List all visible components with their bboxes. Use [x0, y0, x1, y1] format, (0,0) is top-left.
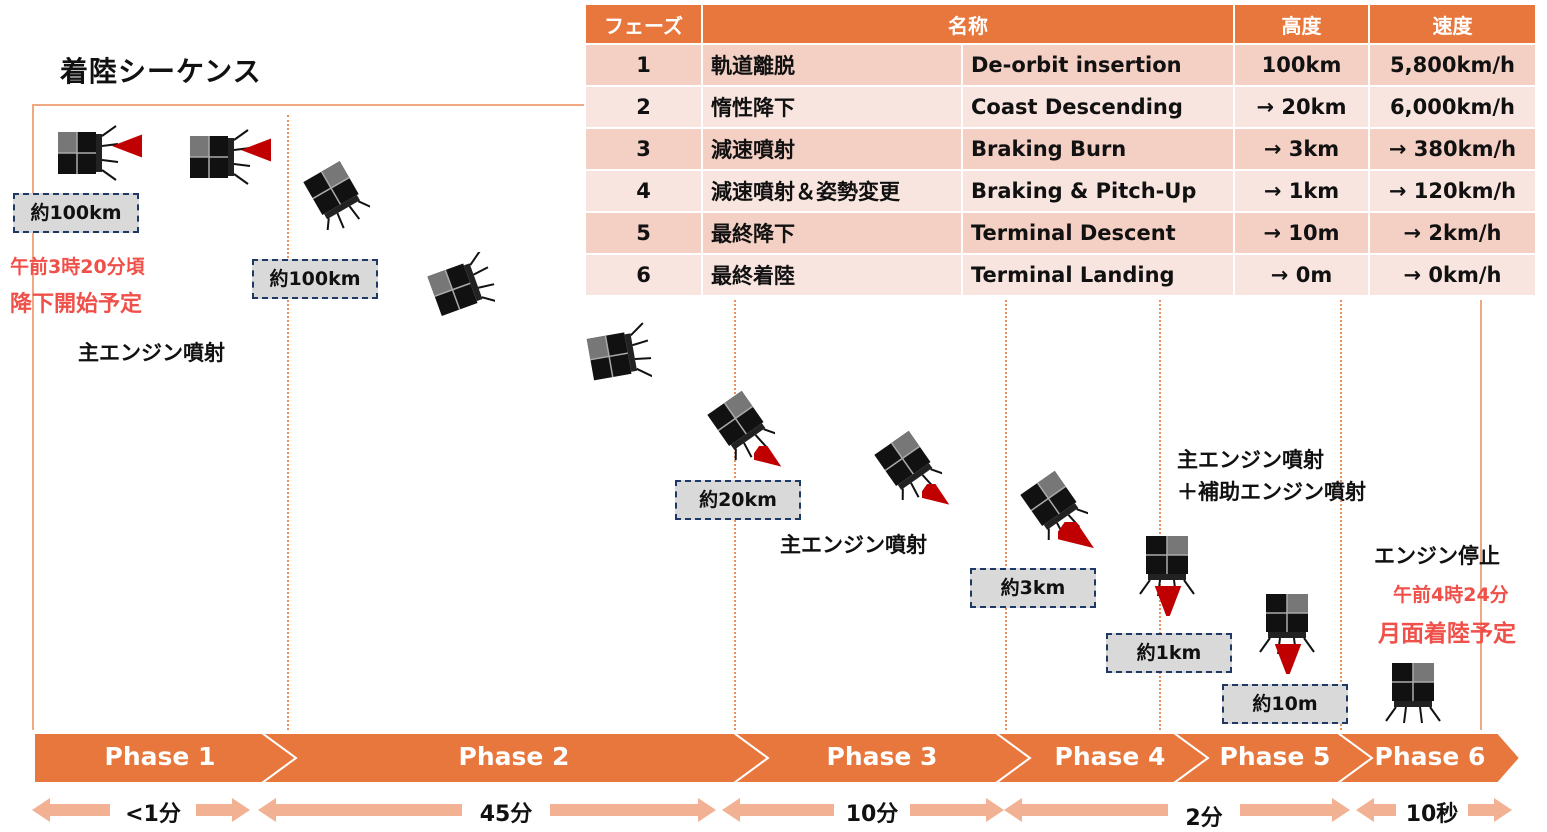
cell-phase: 2 — [586, 85, 701, 127]
lander-icon — [300, 160, 370, 230]
cell-speed: → 120km/h — [1370, 169, 1535, 211]
cell-phase: 5 — [586, 211, 701, 253]
cell-jp: 最終降下 — [703, 211, 961, 253]
cell-jp: 減速噴射＆姿勢変更 — [703, 169, 961, 211]
phase-divider — [1340, 300, 1342, 730]
lander-icon — [584, 321, 652, 388]
cell-phase: 4 — [586, 169, 701, 211]
cell-speed: 6,000km/h — [1370, 85, 1535, 127]
table-row: 1 軌道離脱 De-orbit insertion 100km 5,800km/… — [586, 43, 1535, 85]
header-speed: 速度 — [1370, 5, 1535, 43]
frame-top-line — [32, 104, 584, 106]
lander-icon — [425, 252, 495, 322]
cell-en: De-orbit insertion — [963, 43, 1233, 85]
cell-en: Terminal Descent — [963, 211, 1233, 253]
thrust-arrow-icon — [1153, 586, 1183, 616]
start-time: 午前3時20分頃 — [10, 256, 145, 278]
aux-engine-label: ＋補助エンジン噴射 — [1177, 480, 1366, 504]
phase-label-3: Phase 3 — [826, 742, 938, 771]
cell-alt: → 1km — [1235, 169, 1368, 211]
thrust-arrow-icon — [112, 134, 142, 158]
engine-stop-label: エンジン停止 — [1374, 544, 1500, 568]
duration-phase-2: 45分 — [479, 802, 533, 827]
phase-label-1: Phase 1 — [104, 742, 216, 771]
cell-en: Terminal Landing — [963, 253, 1233, 295]
table-row: 5 最終降下 Terminal Descent → 10m → 2km/h — [586, 211, 1535, 253]
cell-speed: 5,800km/h — [1370, 43, 1535, 85]
phase-divider — [1005, 300, 1007, 730]
frame-left-line — [32, 104, 34, 730]
cell-en: Braking Burn — [963, 127, 1233, 169]
table-row: 2 惰性降下 Coast Descending → 20km 6,000km/h — [586, 85, 1535, 127]
landing-note: 月面着陸予定 — [1378, 621, 1516, 647]
cell-phase: 1 — [586, 43, 701, 85]
phase-divider — [1159, 300, 1161, 730]
cell-alt: → 0m — [1235, 253, 1368, 295]
cell-en: Coast Descending — [963, 85, 1233, 127]
phase-label-6: Phase 6 — [1374, 742, 1486, 771]
diagram-title: 着陸シーケンス — [60, 55, 262, 88]
phase-band — [33, 732, 1522, 784]
table-row: 3 減速噴射 Braking Burn → 3km → 380km/h — [586, 127, 1535, 169]
duration-phase-6: 10秒 — [1405, 802, 1459, 827]
duration-arrows — [32, 798, 1512, 822]
start-note: 降下開始予定 — [10, 292, 143, 317]
cell-jp: 最終着陸 — [703, 253, 961, 295]
landing-line — [1480, 300, 1482, 730]
cell-jp: 惰性降下 — [703, 85, 961, 127]
lander-icon — [1385, 662, 1441, 724]
cell-alt: → 20km — [1235, 85, 1368, 127]
phase-label-4: Phase 4 — [1054, 742, 1166, 771]
cell-jp: 減速噴射 — [703, 127, 961, 169]
table-row: 4 減速噴射＆姿勢変更 Braking & Pitch-Up → 1km → 1… — [586, 169, 1535, 211]
cell-phase: 3 — [586, 127, 701, 169]
thrust-arrow-icon — [1058, 522, 1098, 552]
header-altitude: 高度 — [1235, 5, 1368, 43]
cell-speed: → 2km/h — [1370, 211, 1535, 253]
phase-table: フェーズ 名称 高度 速度 1 軌道離脱 De-orbit insertion … — [584, 5, 1537, 295]
thrust-arrow-icon — [922, 484, 952, 508]
cell-alt: 100km — [1235, 43, 1368, 85]
thrust-arrow-icon — [754, 446, 784, 470]
altitude-box: 約20km — [675, 480, 801, 520]
header-name: 名称 — [703, 5, 1233, 43]
cell-phase: 6 — [586, 253, 701, 295]
cell-jp: 軌道離脱 — [703, 43, 961, 85]
phase-divider — [287, 115, 289, 730]
main-engine-label: 主エンジン噴射 — [78, 341, 225, 365]
duration-phase-4-5: 2分 — [1185, 806, 1223, 831]
main-engine-label: 主エンジン噴射 — [1177, 448, 1324, 472]
header-phase: フェーズ — [586, 5, 701, 43]
duration-phase-1: <1分 — [125, 802, 181, 827]
main-engine-label: 主エンジン噴射 — [780, 533, 927, 557]
cell-speed: → 380km/h — [1370, 127, 1535, 169]
cell-speed: → 0km/h — [1370, 253, 1535, 295]
altitude-box: 約1km — [1106, 633, 1232, 673]
altitude-box: 約3km — [970, 568, 1096, 608]
cell-alt: → 3km — [1235, 127, 1368, 169]
duration-phase-3: 10分 — [845, 802, 899, 827]
lander-icon — [57, 125, 119, 181]
phase-label-5: Phase 5 — [1219, 742, 1331, 771]
table-row: 6 最終着陸 Terminal Landing → 0m → 0km/h — [586, 253, 1535, 295]
thrust-arrow-icon — [241, 138, 271, 162]
cell-alt: → 10m — [1235, 211, 1368, 253]
altitude-box: 約100km — [13, 193, 139, 233]
landing-time: 午前4時24分 — [1393, 584, 1509, 606]
cell-en: Braking & Pitch-Up — [963, 169, 1233, 211]
altitude-box: 約100km — [252, 259, 378, 299]
altitude-box: 約10m — [1222, 684, 1348, 724]
phase-label-2: Phase 2 — [458, 742, 570, 771]
thrust-arrow-icon — [1273, 644, 1303, 674]
